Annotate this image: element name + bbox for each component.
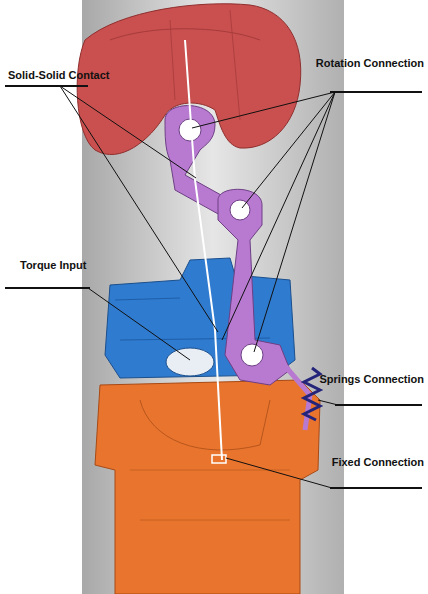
callout-label: Springs Connection	[320, 373, 425, 386]
callout-label: Rotation Connection	[316, 57, 424, 70]
callout-label: Solid-Solid Contact	[8, 69, 109, 82]
callout-label: Fixed Connection	[332, 456, 424, 469]
callout-label: Torque Input	[20, 259, 86, 272]
